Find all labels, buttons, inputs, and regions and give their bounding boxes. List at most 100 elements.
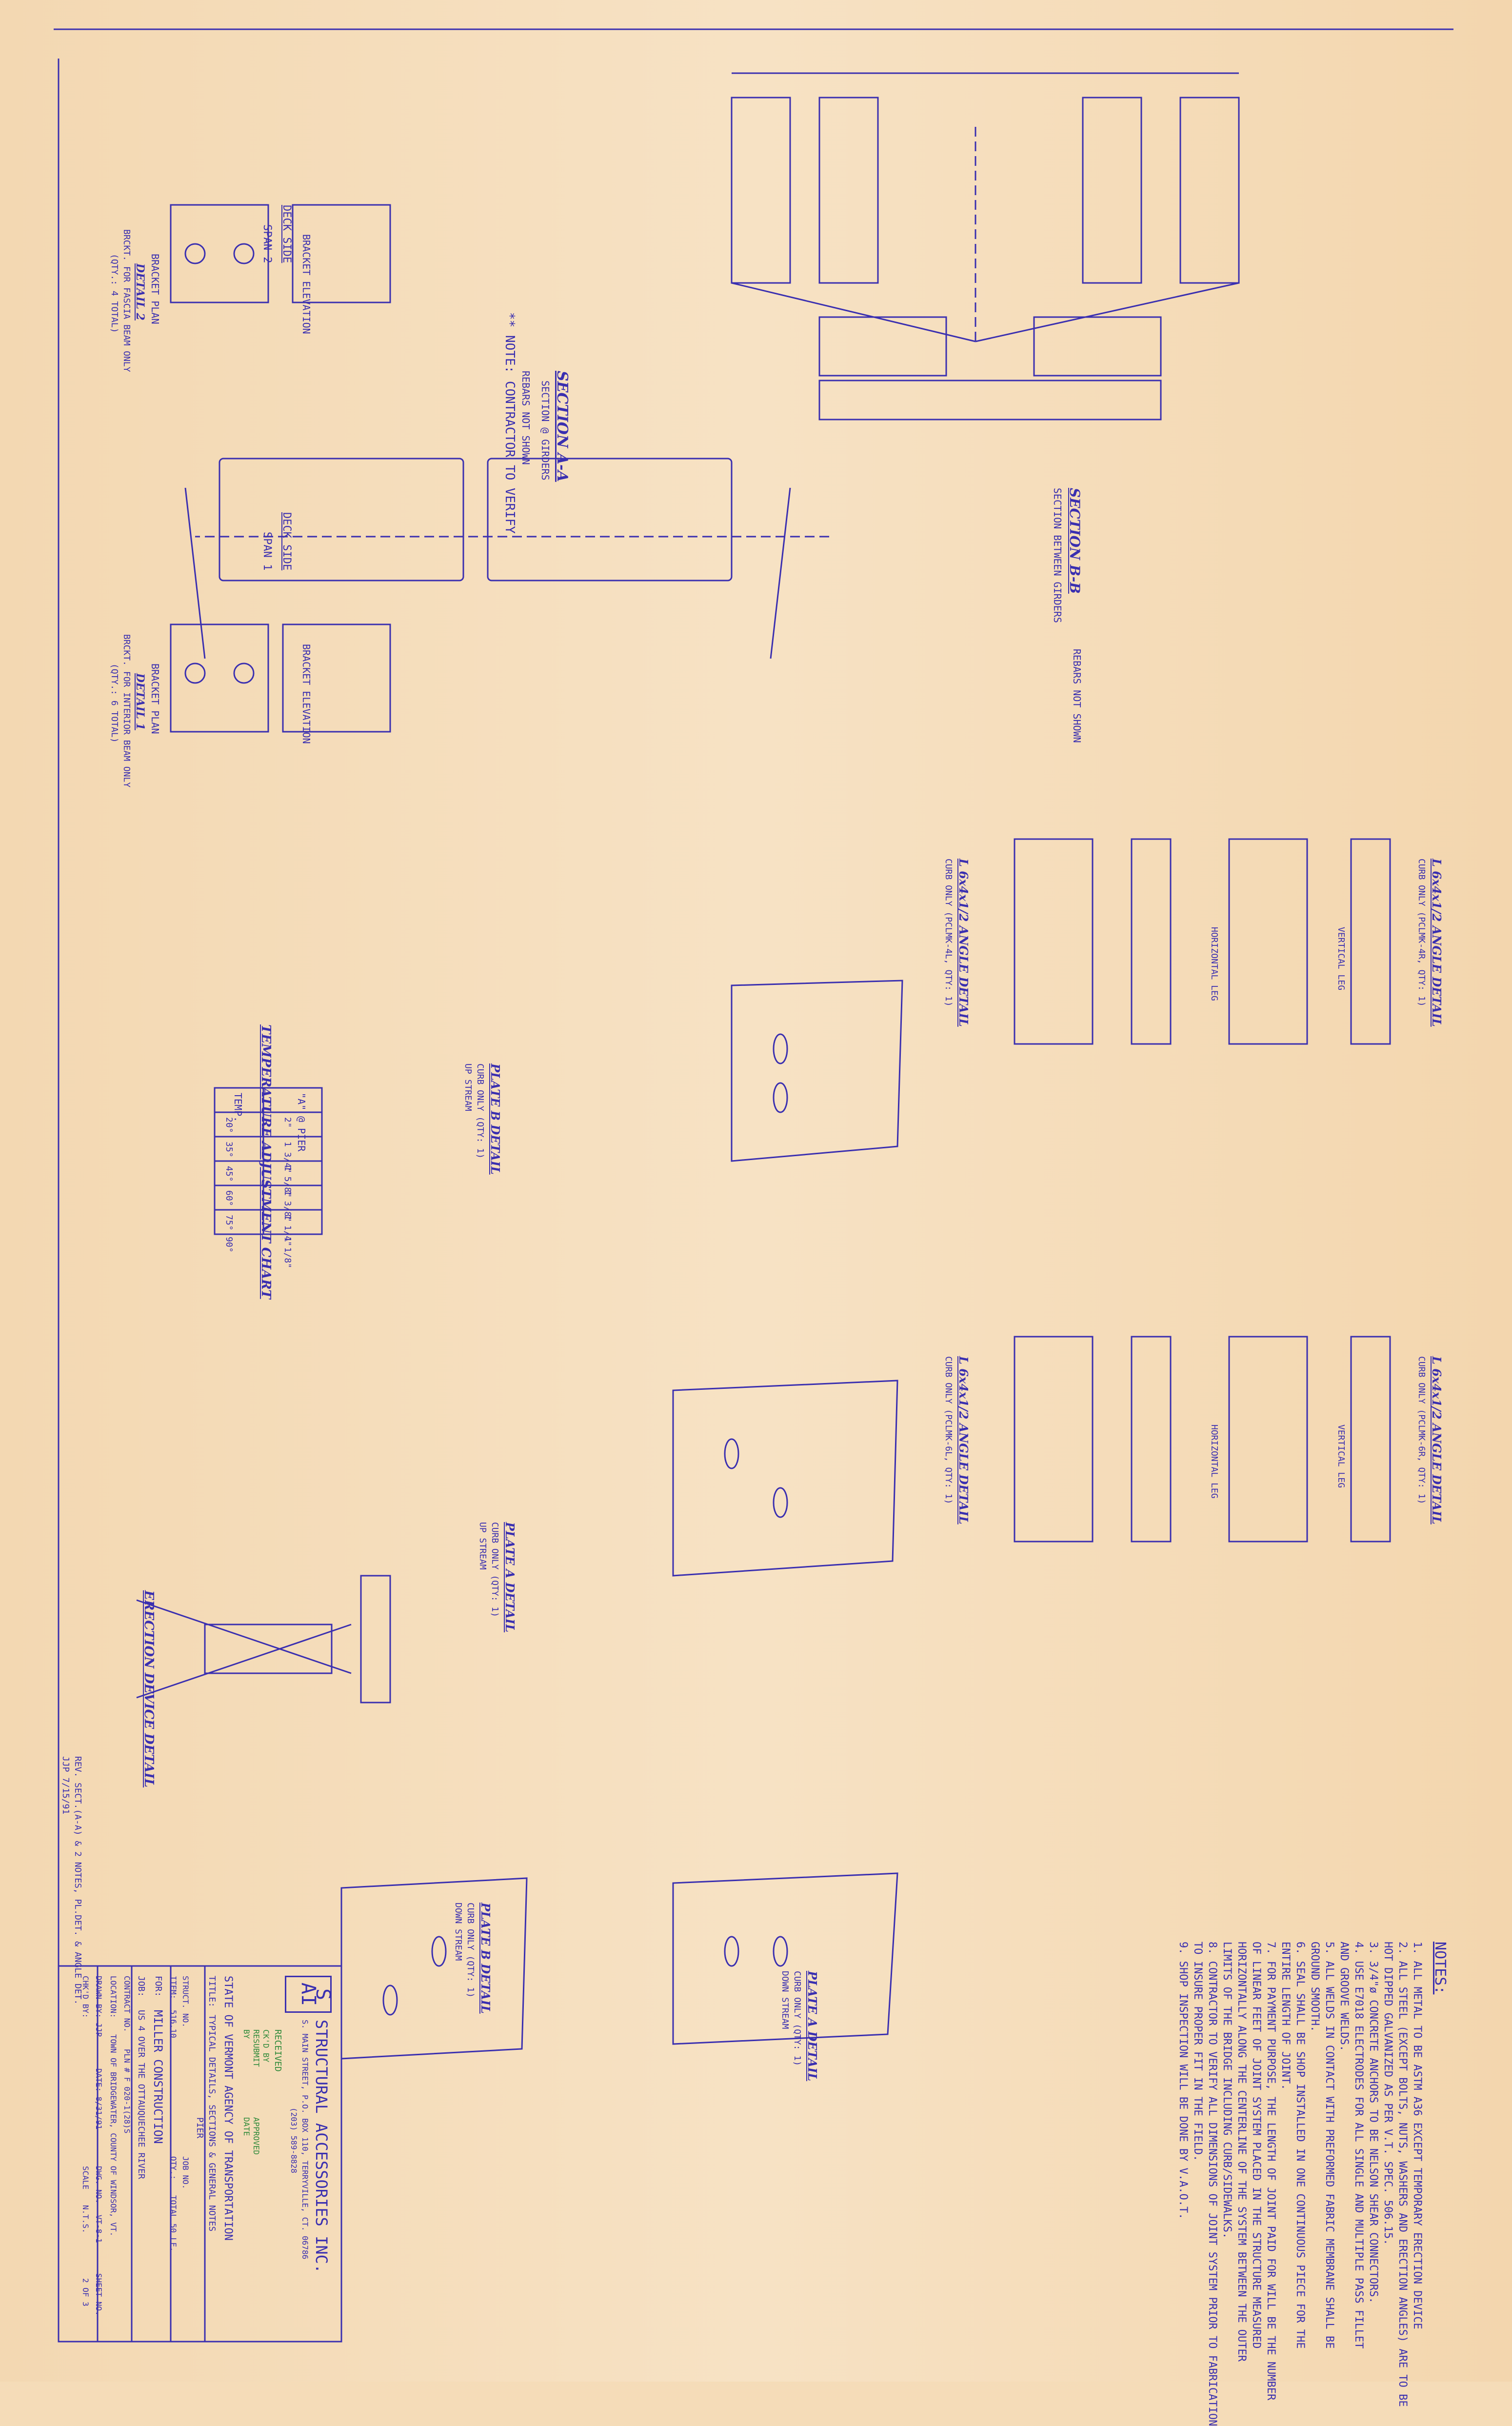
section-b-subtitle: SECTION BETWEEN GIRDERS (1052, 488, 1063, 623)
plate-a-down-dir: DOWN STREAM (780, 1971, 790, 2029)
horizontal-leg-label: HORIZONTAL LEG (1209, 927, 1219, 1001)
drawing-date: DATE: 8/31/91 (94, 2068, 103, 2130)
revision-initials: JJP 7/15/91 (60, 1756, 71, 1815)
bracket-elevation-1-label: BRACKET ELEVATION (300, 644, 312, 744)
note-line: 7. FOR PAYMENT PURPOSE, THE LENGTH OF JO… (1265, 1942, 1277, 2401)
notes-list: 1. ALL METAL TO BE ASTM A36 EXCEPT TEMPO… (1175, 1942, 1424, 2426)
company-phone: (203) 589-8828 (289, 2107, 298, 2173)
temp-chart-cell: 20° (224, 1117, 234, 1133)
detail-2-qty: (QTY.: 4 TOTAL) (109, 254, 119, 333)
logo-i: I (297, 1994, 319, 2006)
section-b-note: REBARS NOT SHOWN (1071, 649, 1083, 743)
item-value: 516.10 (169, 2010, 178, 2038)
angle-detail-6r-title: L 6x4x1/2 ANGLE DETAIL (1430, 1356, 1444, 1524)
note-line: AND GROOVE WELDS. (1338, 1942, 1350, 2052)
deck-side-1-label: DECK SIDE (280, 512, 293, 571)
section-a-subtitle: SECTION @ GIRDERS (539, 381, 551, 481)
item-label: ITEM: (169, 1976, 178, 2000)
sheet-no-value: 2 OF 3 (81, 2278, 90, 2306)
scale-value: N.T.S. (81, 2205, 90, 2233)
note-line: 9. SHOP INSPECTION WILL BE DONE BY V.A.O… (1177, 1942, 1189, 2220)
stamp-line: CK'D BY (261, 2029, 271, 2063)
title-block: S AI STRUCTURAL ACCESSORIES INC. S. MAIN… (63, 1971, 337, 2337)
plate-a-down-title: PLATE A DETAIL (805, 1971, 819, 2082)
plate-b-down-dir: DOWN STREAM (453, 1903, 463, 1961)
plate-b-down-sub: CURB ONLY (QTY: 1) (465, 1903, 476, 1998)
note-line: HORIZONTALLY ALONG THE CENTERLINE OF THE… (1235, 1942, 1248, 2362)
note-line: TO INSURE PROPER FIT IN THE FIELD. (1192, 1942, 1204, 2162)
note-line: 1. ALL METAL TO BE ASTM A36 EXCEPT TEMPO… (1411, 1942, 1423, 2329)
bracket-plan-2-label: BRACKET PLAN (149, 254, 161, 324)
angle-detail-6l-title: L 6x4x1/2 ANGLE DETAIL (956, 1356, 971, 1524)
note-line: 5. ALL WELDS IN CONTACT WITH PREFORMED F… (1323, 1942, 1335, 2349)
plate-b-up-dir: UP STREAM (463, 1063, 473, 1111)
detail-1-qty: (QTY.: 6 TOTAL) (109, 663, 119, 743)
location-value: TOWN OF BRIDGEWATER, COUNTY OF WINDSOR, … (109, 2034, 118, 2237)
plate-b-down-title: PLATE B DETAIL (478, 1903, 493, 2014)
detail-2-note: BRCKT. FOR FASCIA BEAM ONLY (121, 229, 132, 372)
horizontal-leg-label: HORIZONTAL LEG (1209, 1424, 1219, 1499)
stamp-line: APPROVED (252, 2117, 261, 2155)
contract-label: CONTRACT NO. (122, 1976, 132, 2032)
revision-note: REV. SECT.(A-A) & 2 NOTES, PL.DET. & ANG… (73, 1756, 83, 2005)
temp-chart-cell: 45° (224, 1166, 234, 1182)
company-address: S. MAIN STREET, P.O. BOX 110, TERRYVILLE… (300, 2020, 310, 2260)
angle-detail-4l-sub: CURB ONLY (PCLMK-4L, QTY: 1) (943, 859, 954, 1007)
detail-2-title: DETAIL 2 (134, 263, 146, 321)
plate-b-up-sub: CURB ONLY (QTY: 1) (475, 1063, 485, 1159)
bracket-plan-1-label: BRACKET PLAN (149, 663, 161, 734)
span-2-label: SPAN 2 (261, 224, 273, 263)
detail-1-note: BRCKT. FOR INTERIOR BEAM ONLY (121, 634, 132, 788)
detail-1-title: DETAIL 1 (134, 673, 146, 730)
deck-side-2-label: DECK SIDE (280, 205, 293, 263)
angle-detail-4l-title: L 6x4x1/2 ANGLE DETAIL (956, 859, 971, 1027)
job-label: JOB: (136, 1976, 146, 1997)
dwg-no-label: DWG. NO. (94, 2166, 103, 2204)
angle-detail-6r-sub: CURB ONLY (PCLMK-6R, QTY: 1) (1416, 1356, 1427, 1504)
struct-no-label: STRUCT. NO. (181, 1976, 190, 2027)
section-a-note: REBARS NOT SHOWN (520, 371, 532, 465)
temp-chart-cell: 35° (224, 1142, 234, 1158)
note-line: 8. CONTRACTOR TO VERIFY ALL DIMENSIONS O… (1206, 1942, 1218, 2426)
contract-value: PLN # F 020-1(28)S (122, 2049, 132, 2134)
temp-chart-cell: 2" (282, 1117, 293, 1128)
note-line: OF LINEAR FEET OF JOINT SYSTEM PLACED IN… (1250, 1942, 1262, 2349)
stamp-line: BY (242, 2029, 251, 2039)
angle-detail-4r-title: L 6x4x1/2 ANGLE DETAIL (1430, 859, 1444, 1027)
plate-b-up-title: PLATE B DETAIL (488, 1063, 502, 1175)
bracket-elevation-2-label: BRACKET ELEVATION (300, 234, 312, 334)
scale-label: SCALE (81, 2166, 90, 2190)
erection-device-title: ERECTION DEVICE DETAIL (141, 1590, 156, 1788)
for-value: MILLER CONSTRUCTION (151, 2010, 165, 2144)
pier-label: PIER (195, 2117, 205, 2139)
note-line: ENTIRE LENGTH OF JOINT. (1279, 1942, 1292, 2090)
section-b-title: SECTION B-B (1067, 488, 1083, 594)
note-line: 2. ALL STEEL (EXCEPT BOLTS, NUTS, WASHER… (1396, 1942, 1409, 2407)
plate-a-up-title: PLATE A DETAIL (503, 1522, 517, 1633)
stamp-line: DATE (242, 2117, 251, 2136)
angle-detail-4r-sub: CURB ONLY (PCLMK-4R, QTY: 1) (1416, 859, 1427, 1007)
received-stamp: RECEIVED (273, 2029, 283, 2072)
qty-label: QTY.: (169, 2156, 178, 2180)
logo-a: A (297, 1982, 319, 1994)
angle-detail-6l-sub: CURB ONLY (PCLMK-6L, QTY: 1) (943, 1356, 954, 1504)
qty-value: TOTAL 50 LF. (169, 2195, 178, 2252)
section-a-title: SECTION A-A (554, 371, 571, 482)
temp-chart-cell: 90° (224, 1237, 234, 1253)
notes-heading: NOTES: (1432, 1942, 1449, 1995)
drawing-title: TYPICAL DETAILS, SECTIONS & GENERAL NOTE… (207, 2015, 217, 2232)
checked-by: CHK'D BY: (81, 1976, 90, 2018)
job-value: US 4 OVER THE OTTAUQUECHEE RIVER (136, 2010, 146, 2179)
location-label: LOCATION: (109, 1976, 118, 2018)
company-name: STRUCTURAL ACCESSORIES INC. (312, 2020, 331, 2274)
dwg-no-value: VT-8-1 (94, 2215, 103, 2243)
contractor-verify-note: ** NOTE: CONTRACTOR TO VERIFY (502, 312, 517, 534)
note-line: GROUND SMOOTH. (1309, 1942, 1321, 2032)
note-line: 3. 3/4"ø CONCRETE ANCHORS TO BE NELSON S… (1367, 1942, 1379, 2304)
vertical-leg-label: VERTICAL LEG (1336, 1424, 1346, 1488)
temp-chart-header-a: "A" @ PIER (296, 1093, 307, 1152)
sheet-no-label: SHEET NO. (94, 2273, 103, 2316)
